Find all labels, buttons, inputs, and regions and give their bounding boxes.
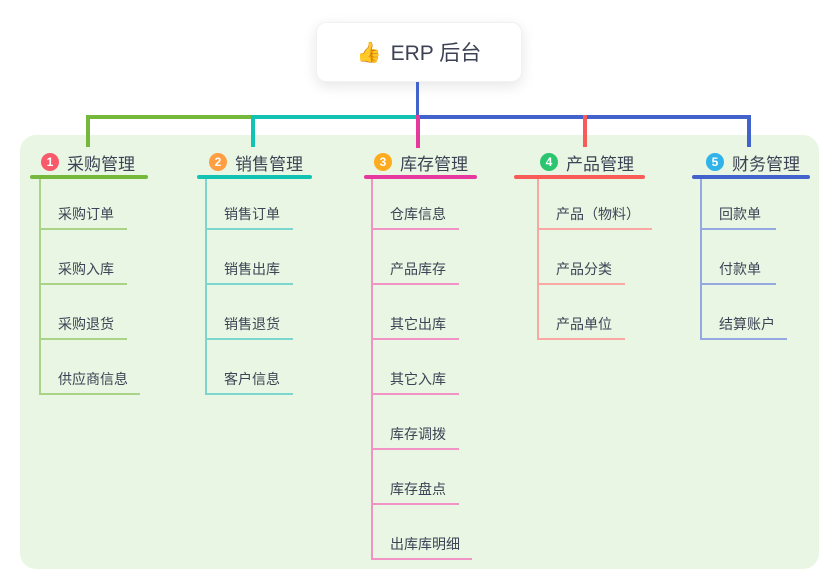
branch-title-product: 产品管理 (566, 154, 634, 174)
child-node-sales-outbound[interactable]: 销售出库 (205, 259, 293, 285)
branch-title-sales: 销售管理 (235, 154, 303, 174)
child-node-warehouse-info[interactable]: 仓库信息 (371, 204, 459, 230)
child-node-purchase-order[interactable]: 采购订单 (39, 204, 127, 230)
branch-badge-4: 4 (540, 153, 558, 171)
child-node-other-inbound[interactable]: 其它入库 (371, 369, 459, 395)
child-node-purchase-inbound[interactable]: 采购入库 (39, 259, 127, 285)
child-node-settlement-account[interactable]: 结算账户 (700, 314, 787, 340)
child-node-receipt-order[interactable]: 回款单 (700, 204, 776, 230)
child-node-sales-return[interactable]: 销售退货 (205, 314, 293, 340)
branch-header-finance[interactable]: 5 财务管理 (706, 150, 800, 174)
child-node-product-unit[interactable]: 产品单位 (537, 314, 625, 340)
child-node-sales-order[interactable]: 销售订单 (205, 204, 293, 230)
branch-spine-product (537, 179, 539, 340)
connector-drop-product (583, 115, 587, 147)
branch-spine-sales (205, 179, 207, 395)
child-node-stock-count[interactable]: 库存盘点 (371, 479, 459, 505)
child-node-product-category[interactable]: 产品分类 (537, 259, 625, 285)
connector-drop-inventory (416, 115, 420, 148)
child-node-product-stock[interactable]: 产品库存 (371, 259, 459, 285)
child-node-outbound-detail[interactable]: 出库库明细 (371, 534, 472, 560)
child-node-product-material[interactable]: 产品（物料） (537, 204, 652, 230)
branch-underline-inventory (364, 175, 477, 179)
child-node-other-outbound[interactable]: 其它出库 (371, 314, 459, 340)
branch-header-purchase[interactable]: 1 采购管理 (41, 150, 135, 174)
connector-drop-sales (251, 115, 255, 147)
child-node-purchase-return[interactable]: 采购退货 (39, 314, 127, 340)
branch-spine-finance (700, 179, 702, 338)
branches-panel (20, 135, 819, 569)
branch-badge-5: 5 (706, 153, 724, 171)
branch-badge-2: 2 (209, 153, 227, 171)
branch-underline-finance (692, 175, 810, 179)
connector-drop-purchase (86, 115, 90, 147)
branch-spine-inventory (371, 179, 373, 560)
branch-badge-3: 3 (374, 153, 392, 171)
child-node-stock-transfer[interactable]: 库存调拨 (371, 424, 459, 450)
branch-badge-1: 1 (41, 153, 59, 171)
branch-underline-product (514, 175, 645, 179)
child-node-supplier-info[interactable]: 供应商信息 (39, 369, 140, 395)
connector-drop-finance (747, 115, 751, 147)
root-node[interactable]: 👍 ERP 后台 (316, 22, 522, 82)
root-title: ERP 后台 (390, 42, 482, 65)
branch-header-inventory[interactable]: 3 库存管理 (374, 150, 468, 174)
branch-underline-purchase (30, 175, 148, 179)
branch-title-purchase: 采购管理 (67, 154, 135, 174)
branch-header-sales[interactable]: 2 销售管理 (209, 150, 303, 174)
branch-underline-sales (197, 175, 312, 179)
branch-title-finance: 财务管理 (732, 154, 800, 174)
child-node-payment-order[interactable]: 付款单 (700, 259, 776, 285)
connector-root-drop (416, 82, 419, 116)
child-node-customer-info[interactable]: 客户信息 (205, 369, 293, 395)
connector-bus-green (86, 115, 253, 119)
thumbs-up-icon: 👍 (356, 41, 382, 64)
branch-header-product[interactable]: 4 产品管理 (540, 150, 634, 174)
connector-bus-teal (253, 115, 418, 119)
branch-spine-purchase (39, 179, 41, 395)
branch-title-inventory: 库存管理 (400, 154, 468, 174)
